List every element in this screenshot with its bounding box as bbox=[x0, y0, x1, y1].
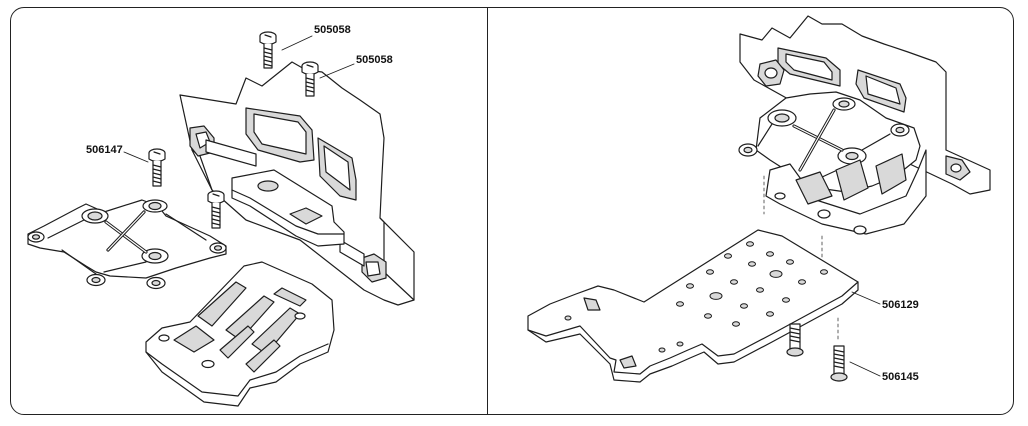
screw-505058-a bbox=[259, 31, 277, 69]
screw-506147 bbox=[148, 148, 166, 187]
upper-shock-mount bbox=[27, 199, 227, 290]
diagram-frame bbox=[10, 7, 1014, 415]
label-505058-b: 505058 bbox=[356, 54, 393, 66]
screw-unlabeled bbox=[207, 190, 225, 229]
right-leader-lines bbox=[849, 291, 881, 377]
front-bumper bbox=[179, 61, 415, 306]
chassis-plate bbox=[527, 229, 859, 383]
assembled-shock-mount bbox=[738, 91, 927, 235]
pin-unlabeled bbox=[786, 323, 804, 357]
skid-plate bbox=[145, 261, 335, 407]
label-506147: 506147 bbox=[86, 144, 123, 156]
panel-divider bbox=[487, 7, 489, 415]
left-leader-lines bbox=[123, 35, 355, 163]
pin-506145 bbox=[830, 345, 848, 382]
screw-505058-b bbox=[301, 61, 319, 97]
left-panel bbox=[27, 31, 415, 407]
label-506129: 506129 bbox=[882, 299, 919, 311]
right-panel bbox=[527, 15, 991, 383]
alignment-guides bbox=[763, 175, 839, 341]
bumper-mount bbox=[231, 169, 345, 247]
label-505058-a: 505058 bbox=[314, 24, 351, 36]
label-506145: 506145 bbox=[882, 371, 919, 383]
